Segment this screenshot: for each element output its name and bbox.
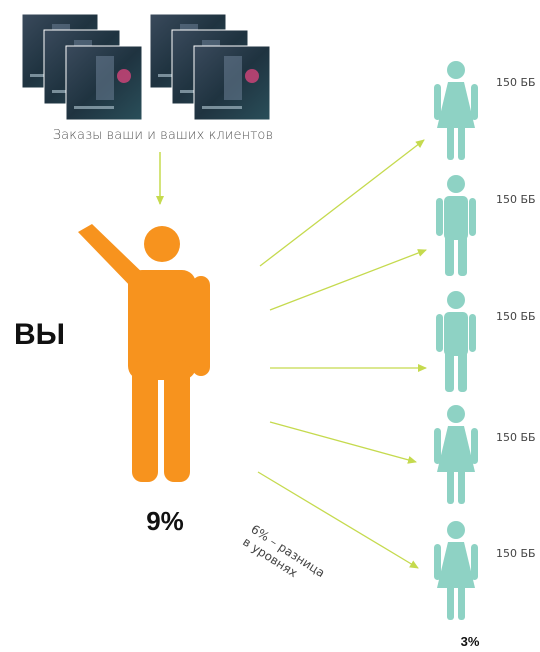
you-label: ВЫ <box>14 318 66 351</box>
member-3-points: 150 ББ <box>496 310 536 323</box>
downline-members <box>434 61 478 620</box>
member-3-figure <box>436 291 476 392</box>
orders-caption: Заказы ваши и ваших клиентов <box>52 128 274 143</box>
product-stacks <box>21 13 271 121</box>
product-cover <box>65 45 143 121</box>
you-figure <box>78 224 210 482</box>
member-2-points: 150 ББ <box>496 193 536 206</box>
you-percent: 9% <box>146 506 184 536</box>
product-stack-2 <box>149 13 271 121</box>
arrow-to-member-1 <box>259 139 425 267</box>
member-5-figure <box>434 521 478 620</box>
arrow-to-member-2 <box>269 249 427 311</box>
downline-arrows <box>257 139 427 569</box>
downline-percent: 3% <box>460 634 480 649</box>
member-4-figure <box>434 405 478 504</box>
member-5-points: 150 ББ <box>496 547 536 560</box>
product-cover <box>193 45 271 121</box>
member-1-points: 150 ББ <box>496 76 536 89</box>
member-1-figure <box>434 61 478 160</box>
member-4-points: 150 ББ <box>496 431 536 444</box>
product-stack-1 <box>21 13 143 121</box>
arrow-to-member-4 <box>269 421 417 464</box>
member-2-figure <box>436 175 476 276</box>
arrow-to-member-5 <box>257 471 419 569</box>
